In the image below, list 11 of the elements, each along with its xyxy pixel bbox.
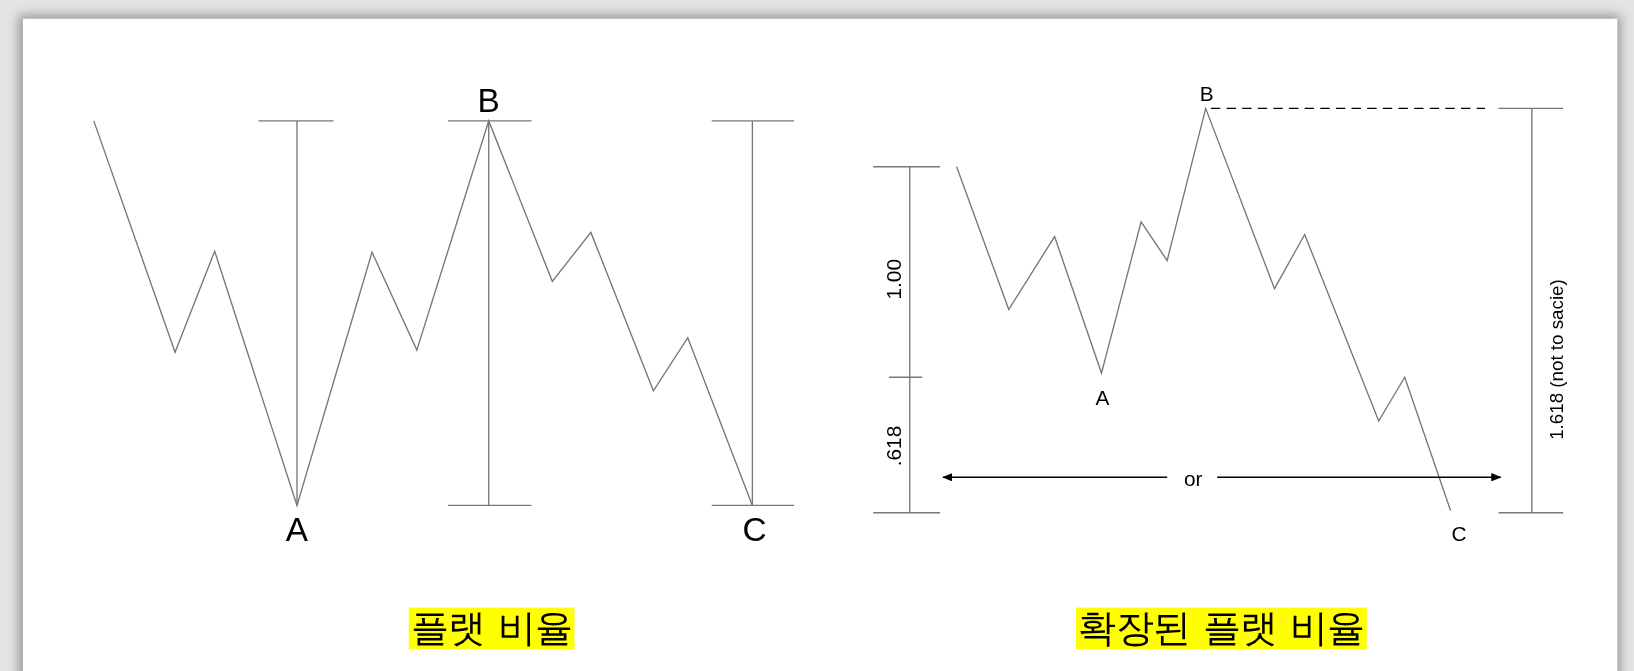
point-label: A <box>1095 387 1110 409</box>
point-label: C <box>742 512 767 547</box>
point-label: C <box>1451 523 1467 544</box>
scale-note: 1.618 (not to sacie) <box>1547 279 1567 440</box>
ratio-label: 1.00 <box>883 259 905 300</box>
point-label: B <box>1199 83 1214 105</box>
caption: 확장된 플랫 비율 <box>1076 607 1367 650</box>
ratio-label: .618 <box>883 425 905 467</box>
point-label: A <box>285 512 309 547</box>
caption: 플랫 비율 <box>408 607 575 650</box>
point-label: B <box>477 83 500 117</box>
